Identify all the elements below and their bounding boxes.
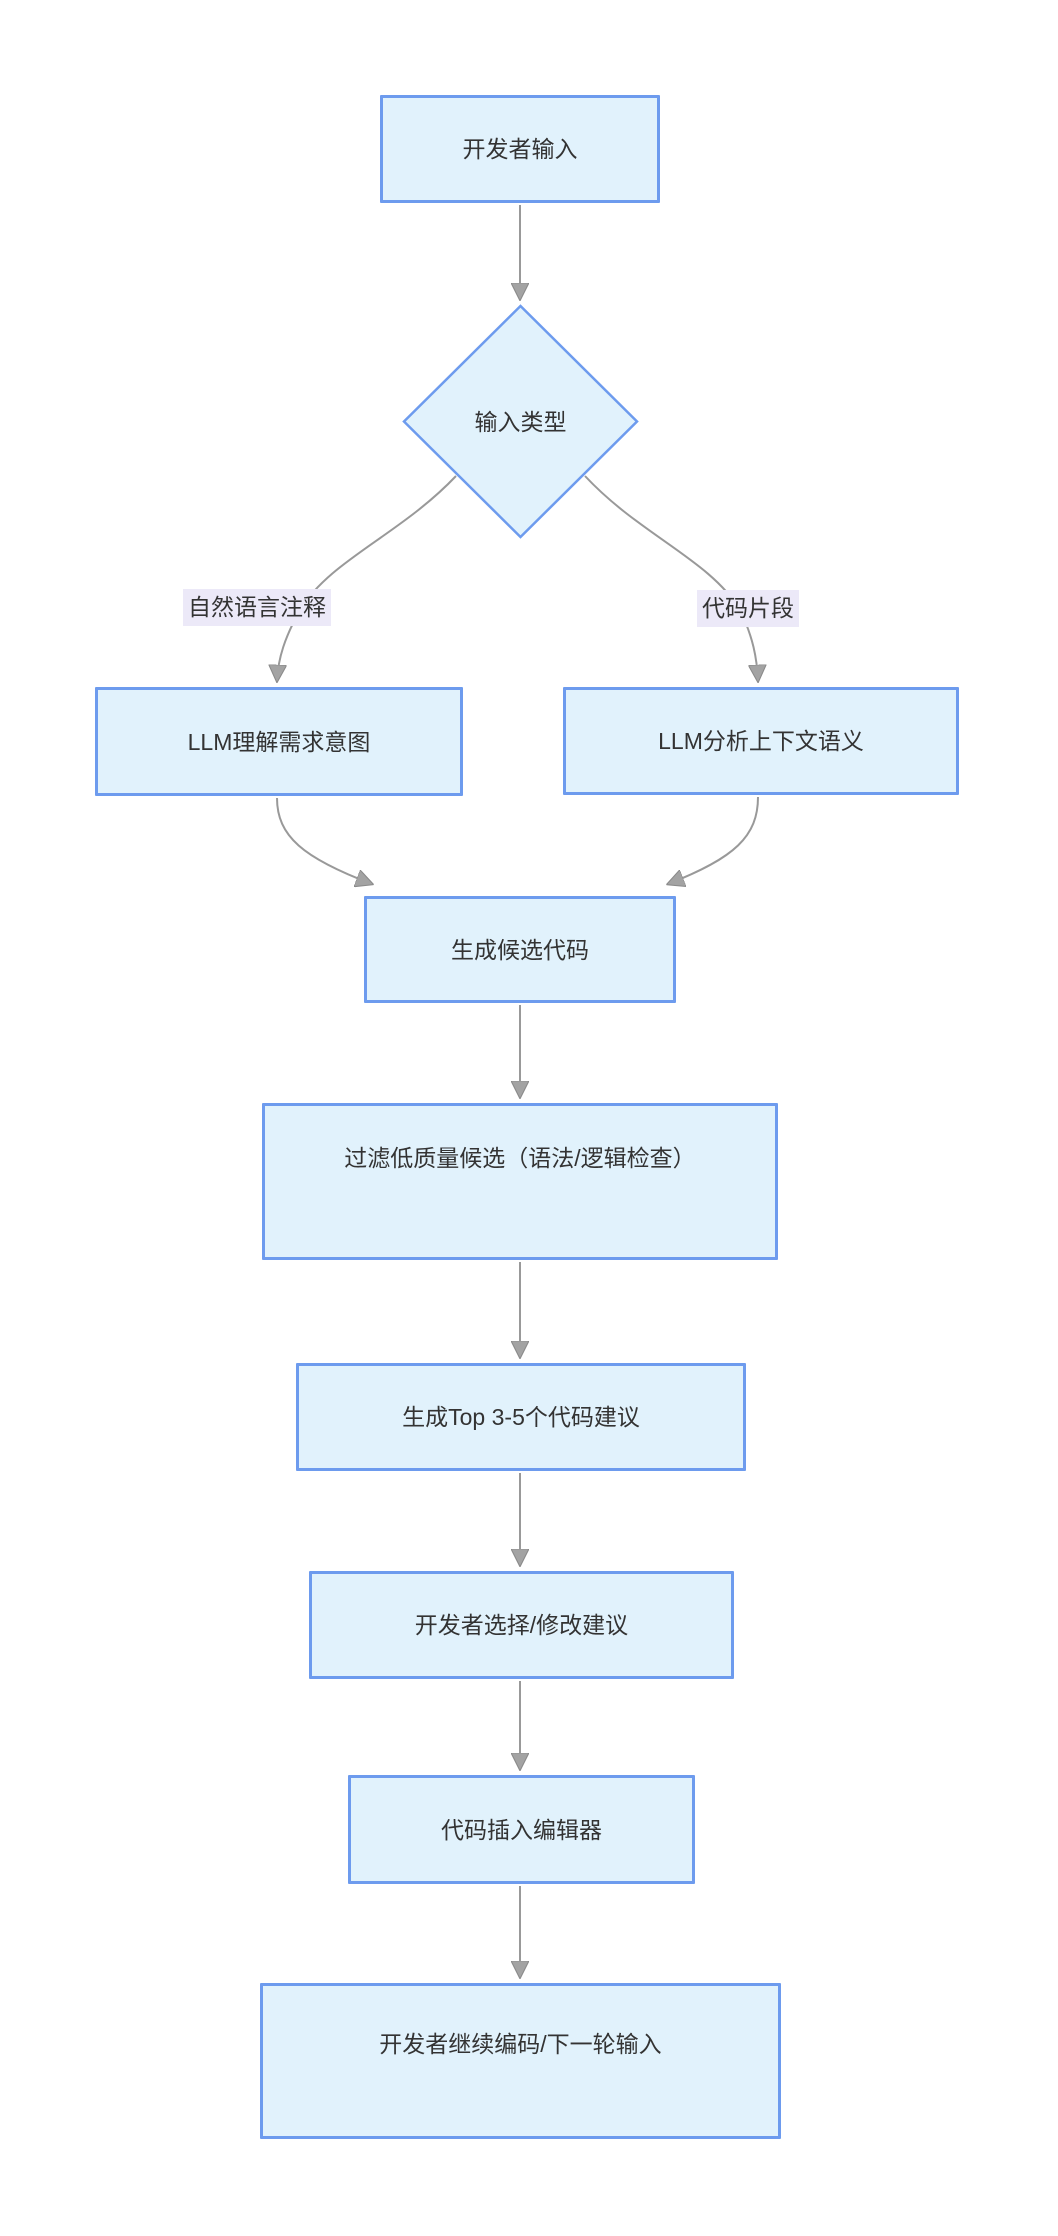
node-input-type-label: 输入类型	[474, 408, 567, 435]
node-top-suggestions-label: 生成Top 3-5个代码建议	[402, 1404, 640, 1430]
node-developer-input-label: 开发者输入	[462, 136, 578, 162]
edge-llm-analyze-to-generate-candidates	[668, 796, 759, 884]
node-filter-candidates: 过滤低质量候选（语法/逻辑检查）	[262, 1103, 778, 1260]
node-input-type: 输入类型	[402, 304, 639, 539]
node-insert-code-label: 代码插入编辑器	[441, 1816, 602, 1843]
node-generate-candidates-label: 生成候选代码	[451, 936, 589, 963]
edge-label-natural-language: 自然语言注释	[183, 589, 331, 626]
node-developer-input: 开发者输入	[380, 95, 660, 203]
node-llm-analyze: LLM分析上下文语义	[563, 687, 959, 795]
diamond-shape	[402, 304, 639, 539]
node-llm-understand-label: LLM理解需求意图	[187, 728, 371, 755]
node-llm-analyze-label: LLM分析上下文语义	[658, 728, 864, 754]
node-continue-coding: 开发者继续编码/下一轮输入	[260, 1983, 781, 2139]
node-generate-candidates: 生成候选代码	[364, 896, 676, 1003]
node-developer-select-label: 开发者选择/修改建议	[414, 1612, 629, 1638]
node-continue-coding-label: 开发者继续编码/下一轮输入	[379, 2031, 662, 2057]
node-top-suggestions: 生成Top 3-5个代码建议	[296, 1363, 746, 1471]
node-insert-code: 代码插入编辑器	[348, 1775, 695, 1884]
node-filter-candidates-label: 过滤低质量候选（语法/逻辑检查）	[344, 1145, 696, 1171]
edge-llm-understand-to-generate-candidates	[276, 797, 372, 884]
edge-label-code-snippet: 代码片段	[697, 590, 799, 627]
node-llm-understand: LLM理解需求意图	[95, 687, 463, 796]
node-developer-select: 开发者选择/修改建议	[309, 1571, 734, 1679]
